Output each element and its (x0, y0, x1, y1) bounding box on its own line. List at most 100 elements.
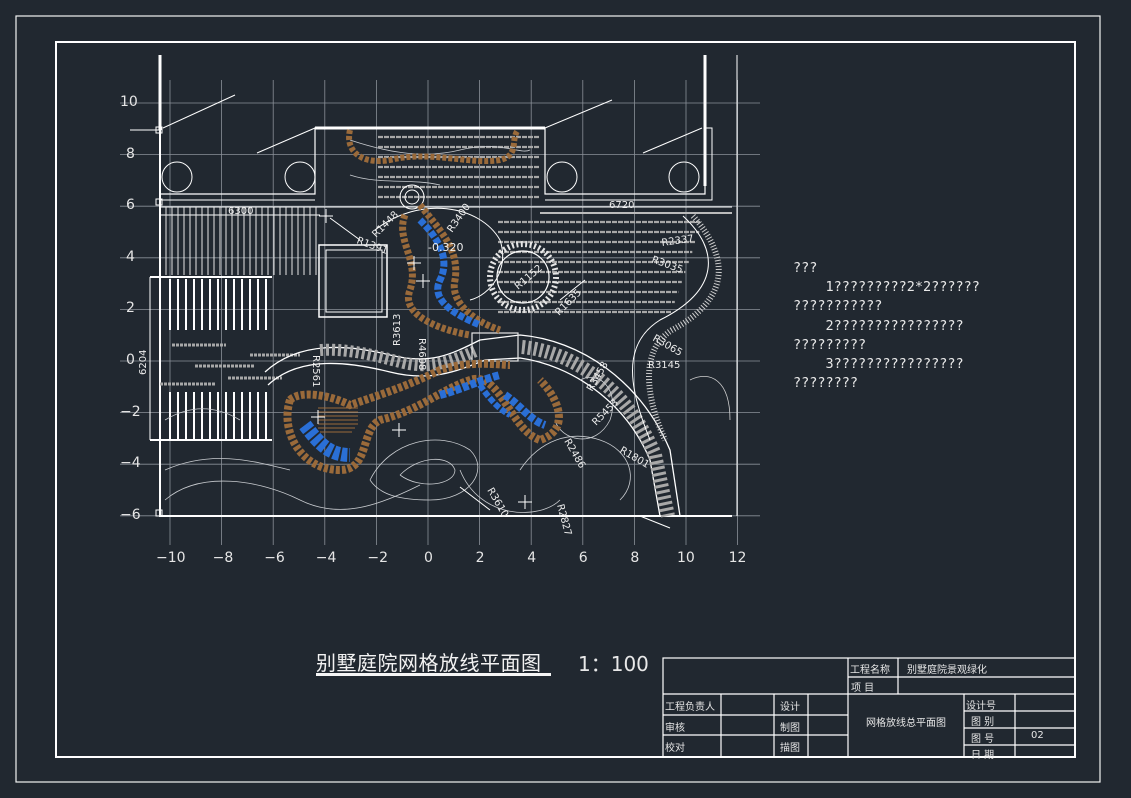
notes-line: 1?????????2*2?????? (793, 279, 980, 296)
radius-label: R1391 (355, 235, 389, 256)
x-tick-label: 8 (630, 550, 640, 566)
planter-circle (546, 161, 578, 193)
column-marker (155, 509, 163, 517)
rock-border (283, 374, 563, 475)
platform-arc (374, 207, 504, 301)
x-tick-label: −10 (156, 550, 186, 566)
y-tick-label: 2 (126, 300, 135, 317)
y-tick-label: 0 (126, 352, 135, 368)
dim-6720: 6720 (609, 200, 634, 211)
y-tick-label: 6 (126, 197, 135, 214)
fountain-circle (399, 184, 425, 210)
design-notes: ??? 1?????????2*2????????????????? 2????… (793, 259, 980, 393)
survey-points (311, 209, 532, 509)
water (502, 391, 547, 429)
column-marker (155, 126, 163, 134)
leader (559, 279, 586, 301)
inner-frame (55, 41, 1076, 758)
y-tick-label: −6 (120, 506, 141, 523)
contour-lines (164, 139, 631, 513)
x-tick-label: −6 (264, 550, 285, 566)
drawing-name: 网格放线总平面图 (866, 718, 946, 729)
garden-plan (130, 55, 738, 529)
paving-square (318, 244, 388, 318)
x-tick-label: 10 (677, 550, 695, 566)
deck-planks-vertical (165, 207, 317, 275)
contour (689, 376, 731, 421)
leader (639, 515, 671, 529)
bridge (471, 332, 519, 362)
x-tick-label: 12 (728, 550, 747, 566)
notes-line: 3???????????????? (793, 356, 964, 373)
water (417, 217, 482, 329)
pergola (149, 276, 300, 441)
radius-label: R1152 (513, 263, 545, 292)
planter-circle (284, 161, 316, 193)
design-label: 设计 (780, 702, 800, 713)
building-inner (545, 127, 713, 201)
x-tick-label: 6 (578, 550, 588, 566)
radius-label: R3145 (648, 360, 680, 371)
leader-line (642, 127, 703, 154)
dim-6300: 6300 (228, 206, 253, 217)
leader-line (544, 99, 613, 129)
dim-6204: 6204 (138, 350, 149, 375)
radius-label: R2486 (561, 437, 587, 471)
x-tick-label: −4 (315, 550, 337, 566)
y-tick-label: 10 (120, 94, 138, 110)
x-tick-label: 0 (424, 550, 433, 566)
date-label: 日 期 (971, 750, 995, 761)
notes-line: ??????????? (793, 298, 883, 315)
y-tick-label: −4 (120, 455, 141, 472)
notes-heading: ??? (793, 260, 818, 276)
water (438, 371, 502, 399)
notes-line: 2???????????????? (793, 317, 964, 334)
stepping-path (319, 343, 481, 372)
stepping-path (521, 340, 675, 518)
leader-line (162, 94, 236, 129)
radius-label: R3610 (484, 486, 510, 520)
y-tick-label: −2 (120, 403, 141, 420)
radius-label: R2337 (661, 234, 695, 249)
review-label: 审核 (665, 723, 685, 734)
title-block (662, 657, 1076, 758)
drawing-title: 别墅庭院网格放线平面图 (316, 651, 542, 675)
leader (329, 217, 361, 241)
drafting-label: 制图 (780, 723, 800, 734)
leader (459, 486, 491, 511)
water (477, 383, 512, 418)
round-planter-ring (487, 241, 559, 313)
radius-label: R2561 (310, 355, 321, 387)
round-planter (496, 250, 550, 304)
check-label: 校对 (665, 743, 685, 754)
planter-circle (668, 161, 700, 193)
y-tick-label: 4 (126, 248, 135, 265)
leader-line (256, 127, 316, 154)
engineer-label: 工程负责人 (665, 702, 715, 713)
project-name-label: 工程名称 (850, 665, 890, 676)
sheet-no-value: 02 (1031, 730, 1044, 741)
rock-border (399, 213, 471, 339)
x-tick-label: −8 (212, 550, 234, 566)
radius-label: R2827 (554, 503, 573, 537)
column-marker (155, 198, 163, 206)
x-tick-label: −2 (367, 550, 389, 566)
water (299, 420, 351, 462)
path-edge (264, 334, 681, 517)
paving-square-inner (325, 249, 383, 313)
planter-circle (161, 161, 193, 193)
design-no-label: 设计号 (966, 701, 996, 712)
drawing-scale: 1：100 (578, 652, 649, 676)
radius-label: R3065 (651, 333, 685, 359)
item-label: 项 目 (851, 683, 875, 694)
path-edge (267, 357, 661, 517)
y-tick-label: 8 (126, 145, 135, 162)
notes-line: ???????? (793, 375, 859, 392)
radius-label: R1448 (370, 209, 401, 240)
wood-platform (318, 407, 358, 433)
rock-border (287, 359, 511, 410)
x-tick-label: 4 (527, 550, 537, 566)
x-tick-label: 2 (475, 550, 485, 566)
sheet-no-label: 图 号 (971, 734, 995, 745)
